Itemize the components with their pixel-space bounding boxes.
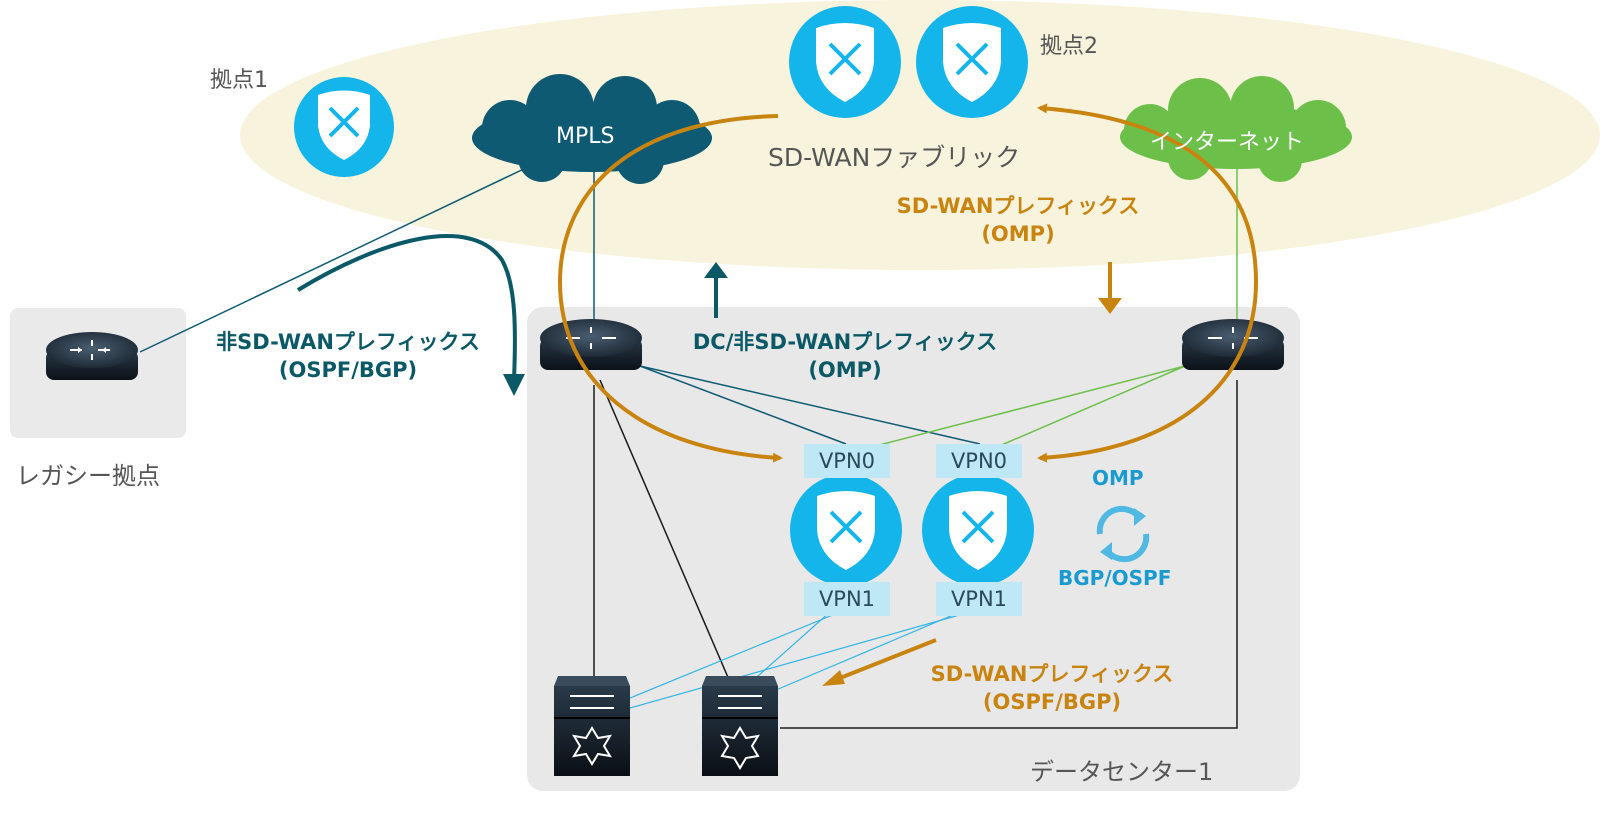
redistribution-bgp-label: BGP/OSPF xyxy=(1058,566,1172,590)
non-sdwan-arrow-icon xyxy=(296,234,525,396)
site2-vedge-right-icon xyxy=(916,6,1028,118)
omp-down-arrow-icon xyxy=(1098,262,1122,314)
sdwan-ospf-line1: SD-WANプレフィックス xyxy=(930,662,1174,686)
internet-cloud-icon xyxy=(1120,76,1352,182)
vpn1-left-tag: VPN1 xyxy=(804,582,890,616)
sdwan-omp-annotation: SD-WANプレフィックス (OMP) xyxy=(868,192,1168,248)
site2-label: 拠点2 xyxy=(1040,34,1098,59)
dc-router-right-icon xyxy=(1182,319,1284,370)
dc-router-left-icon xyxy=(540,319,642,370)
legacy-router-icon xyxy=(46,332,138,380)
dc-vedge-right-icon xyxy=(922,474,1034,586)
dc-vedge-left-icon xyxy=(790,474,902,586)
mpls-cloud-label: MPLS xyxy=(556,124,615,149)
fabric-label: SD-WANファブリック xyxy=(768,143,1021,172)
non-sdwan-annotation: 非SD-WANプレフィックス (OSPF/BGP) xyxy=(198,328,498,384)
internet-cloud-label: インターネット xyxy=(1150,130,1305,155)
non-sdwan-line1: 非SD-WANプレフィックス xyxy=(216,330,480,354)
sdwan-prefix-arrow-icon xyxy=(822,638,937,686)
sync-arrows-icon xyxy=(1096,505,1150,563)
dc-non-sdwan-line1: DC/非SD-WANプレフィックス xyxy=(692,330,998,354)
dc-non-sdwan-annotation: DC/非SD-WANプレフィックス (OMP) xyxy=(660,328,1030,384)
dc-non-sdwan-line2: (OMP) xyxy=(808,358,882,382)
site2-vedge-left-icon xyxy=(789,6,901,118)
site1-label: 拠点1 xyxy=(210,68,268,93)
legacy-site-label: レガシー拠点 xyxy=(16,462,160,490)
sdwan-ospf-annotation: SD-WANプレフィックス (OSPF/BGP) xyxy=(902,660,1202,716)
dc-switch-right-icon xyxy=(702,676,778,776)
network-links xyxy=(139,160,1238,729)
datacenter-area xyxy=(527,307,1300,791)
mpls-cloud-icon xyxy=(472,74,712,184)
sdwan-omp-line1: SD-WANプレフィックス xyxy=(896,194,1140,218)
sdwan-omp-line2: (OMP) xyxy=(981,222,1055,246)
vpn0-left-tag: VPN0 xyxy=(804,444,890,478)
omp-advertisement-loop xyxy=(557,103,1258,463)
site1-vedge-icon xyxy=(294,77,394,177)
dc-up-arrow-icon xyxy=(704,262,728,318)
sdwan-ospf-line2: (OSPF/BGP) xyxy=(982,690,1122,714)
dc-switch-left-icon xyxy=(554,676,630,776)
vpn0-right-tag: VPN0 xyxy=(936,444,1022,478)
redistribution-omp-label: OMP xyxy=(1092,466,1144,490)
vpn1-right-tag: VPN1 xyxy=(936,582,1022,616)
datacenter-label: データセンター1 xyxy=(1030,758,1214,786)
non-sdwan-line2: (OSPF/BGP) xyxy=(278,358,418,382)
